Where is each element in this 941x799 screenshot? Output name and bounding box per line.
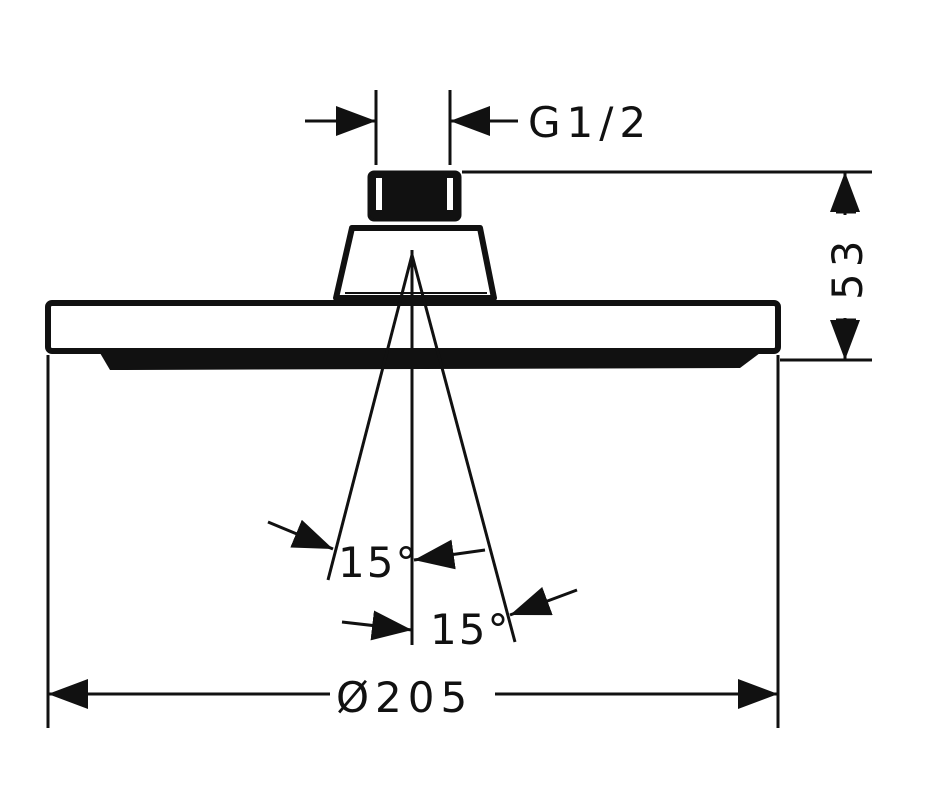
angle-dimension-left [267,519,486,570]
angle-label-right: 15° [430,605,510,654]
diameter-label: Ø205 [336,673,473,722]
thread-label: G1/2 [528,98,652,147]
thread-dimension [305,90,518,165]
spray-line-right [410,254,517,643]
diameter-dimension [46,355,780,728]
angle-label-left: 15° [338,538,418,587]
shower-arm-mount [333,225,497,301]
spray-line-left [326,254,414,581]
angle-dimension-right [341,586,578,641]
height-dimension [462,170,872,362]
connector-nut [367,170,462,222]
height-label: 53 [823,235,872,300]
nozzle-row [100,353,760,370]
